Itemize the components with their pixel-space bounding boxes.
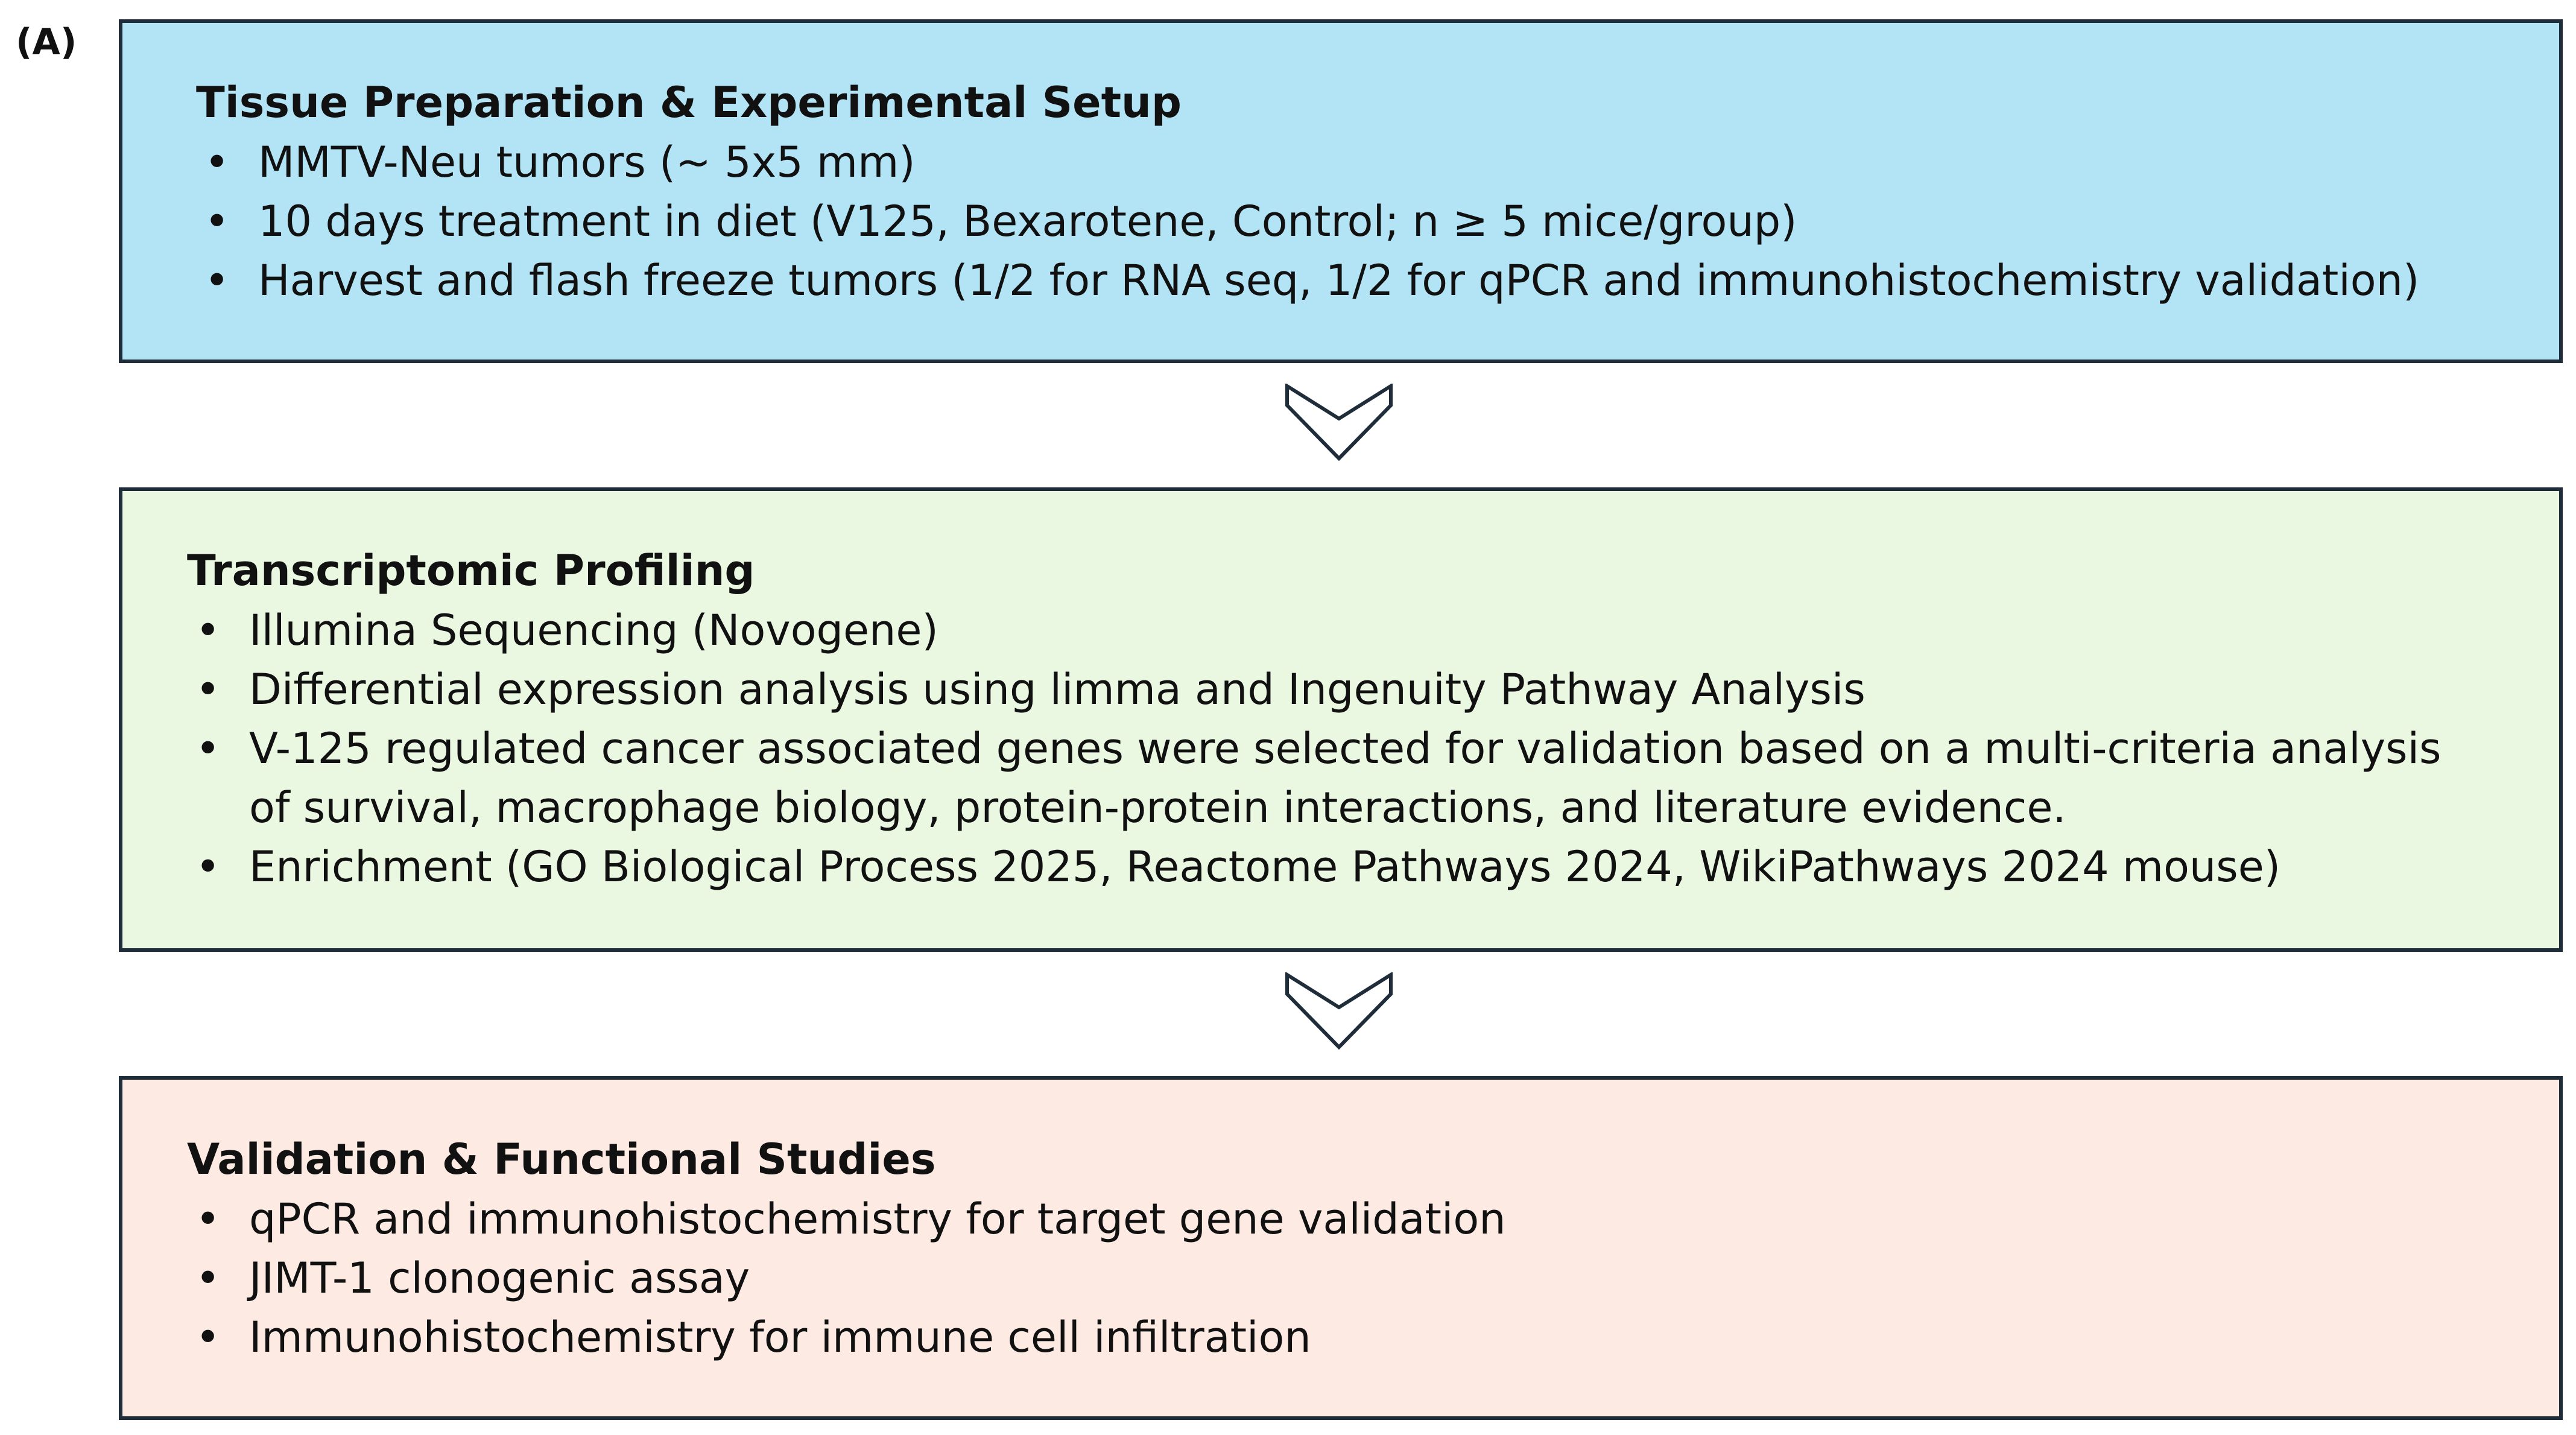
stage-box-validation: Validation & Functional Studies • qPCR an… <box>119 1076 2563 1420</box>
bullet-icon: • <box>195 665 221 714</box>
stage-title: Validation & Functional Studies <box>187 1135 936 1184</box>
bullet-list: • qPCR and immunohistochemistry for targe… <box>187 1189 2535 1367</box>
chevron-down-icon <box>1285 384 1393 461</box>
bullet-list: • Illumina Sequencing (Novogene) • Differe… <box>187 601 2535 896</box>
list-item: • Differential expression analysis using … <box>187 660 2535 719</box>
list-item-text: Harvest and flash freeze tumors (1/2 for… <box>258 256 2420 305</box>
stage-content: Tissue Preparation & Experimental Setup … <box>196 72 2535 310</box>
list-item: • V-125 regulated cancer associated genes… <box>187 719 2535 837</box>
panel-label: (A) <box>16 21 77 63</box>
stage-title: Transcriptomic Profiling <box>187 546 755 595</box>
stage-box-transcriptomic-profiling: Transcriptomic Profiling • Illumina Seque… <box>119 487 2563 952</box>
list-item: • Illumina Sequencing (Novogene) <box>187 601 2535 660</box>
bullet-list: • MMTV-Neu tumors (~ 5x5 mm) • 10 days tre… <box>196 133 2535 310</box>
list-item-text: Immunohistochemistry for immune cell inf… <box>249 1313 1311 1362</box>
bullet-icon: • <box>195 1253 221 1303</box>
list-item-text: Differential expression analysis using l… <box>249 665 1866 714</box>
list-item: • MMTV-Neu tumors (~ 5x5 mm) <box>196 133 2535 192</box>
list-item-text: V-125 regulated cancer associated genes … <box>249 724 2442 773</box>
list-item-continuation: of survival, macrophage biology, protein… <box>249 783 2066 832</box>
list-item-text: qPCR and immunohistochemistry for target… <box>249 1194 1506 1244</box>
list-item-text: 10 days treatment in diet (V125, Bexarot… <box>258 197 1797 246</box>
bullet-icon: • <box>204 138 230 187</box>
list-item: • JIMT-1 clonogenic assay <box>187 1249 2535 1308</box>
stage-box-tissue-preparation: Tissue Preparation & Experimental Setup … <box>119 19 2563 363</box>
bullet-icon: • <box>195 606 221 655</box>
list-item-text: JIMT-1 clonogenic assay <box>249 1253 750 1303</box>
bullet-icon: • <box>195 724 221 773</box>
bullet-icon: • <box>204 197 230 246</box>
stage-content: Validation & Functional Studies • qPCR an… <box>187 1129 2535 1367</box>
list-item: • 10 days treatment in diet (V125, Bexaro… <box>196 192 2535 251</box>
chevron-down-icon <box>1285 972 1393 1050</box>
bullet-icon: • <box>204 256 230 305</box>
stage-title: Tissue Preparation & Experimental Setup <box>196 78 1182 127</box>
bullet-icon: • <box>195 1194 221 1244</box>
list-item: • qPCR and immunohistochemistry for targe… <box>187 1189 2535 1249</box>
list-item: • Enrichment (GO Biological Process 2025,… <box>187 837 2535 896</box>
stage-content: Transcriptomic Profiling • Illumina Seque… <box>187 540 2535 896</box>
bullet-icon: • <box>195 842 221 892</box>
list-item-text: MMTV-Neu tumors (~ 5x5 mm) <box>258 138 916 187</box>
list-item: • Harvest and flash freeze tumors (1/2 fo… <box>196 251 2535 310</box>
bullet-icon: • <box>195 1313 221 1362</box>
list-item: • Immunohistochemistry for immune cell in… <box>187 1308 2535 1367</box>
list-item-text: Enrichment (GO Biological Process 2025, … <box>249 842 2281 892</box>
list-item-text: Illumina Sequencing (Novogene) <box>249 606 938 655</box>
